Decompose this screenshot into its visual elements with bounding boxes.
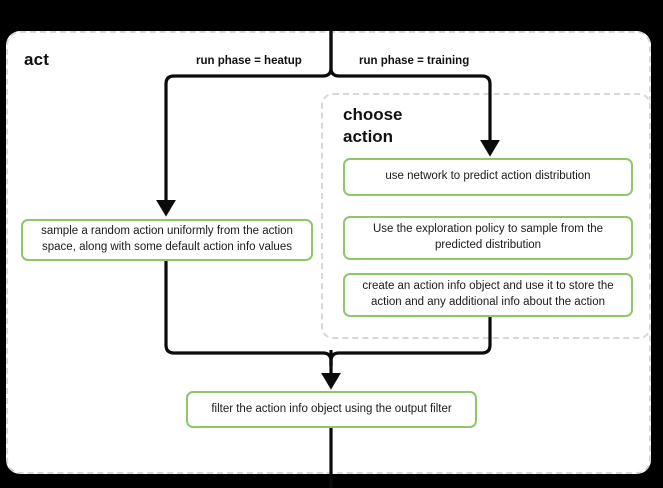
subgraph-act-label: act	[24, 50, 50, 69]
node-heatup-sample[interactable]: sample a random action uniformly from th…	[21, 219, 313, 261]
node-exploration-policy[interactable]: Use the exploration policy to sample fro…	[343, 216, 633, 260]
node-filter-action-info[interactable]: filter the action info object using the …	[186, 391, 477, 428]
node-predict-distribution[interactable]: use network to predict action distributi…	[343, 158, 633, 196]
edge-label-run-phase-training: run phase = training	[356, 55, 473, 67]
node-create-action-info[interactable]: create an action info object and use it …	[343, 273, 633, 317]
subgraph-choose-action-label-line2: action	[343, 126, 394, 146]
subgraph-choose-action-label: choose action	[343, 104, 453, 148]
subgraph-choose-action-label-line1: choose	[343, 105, 403, 124]
edge-label-run-phase-heatup: run phase = heatup	[193, 55, 305, 67]
